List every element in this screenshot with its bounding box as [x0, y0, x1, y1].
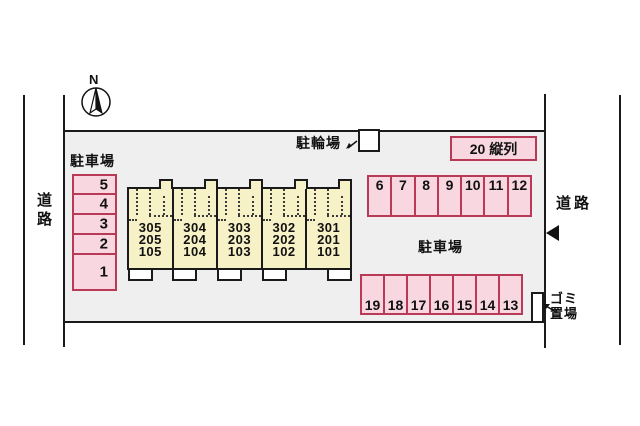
stall-number: 8 — [422, 177, 431, 193]
parking-stall: 7 — [390, 177, 413, 215]
parking-stall: 10 — [460, 177, 483, 215]
parking-stall: 15 — [452, 276, 475, 313]
stall-number: 11 — [488, 177, 504, 193]
stall-number: 19 — [364, 297, 381, 313]
parking-row-top: 6 7 8 9 10 11 12 — [367, 175, 532, 217]
tandem-label: 20 縦列 — [469, 140, 518, 157]
entrance-arrow-icon — [546, 225, 559, 241]
stall-number: 6 — [375, 177, 384, 193]
stall-number: 5 — [99, 176, 108, 193]
stall-number: 3 — [99, 215, 108, 233]
stall-number: 15 — [456, 297, 473, 313]
compass-icon — [80, 85, 112, 119]
road-label-left: 道路 — [35, 192, 52, 230]
parking-stall: 16 — [429, 276, 452, 313]
road-label-right: 道路 — [556, 195, 593, 212]
parking-stall: 12 — [506, 177, 530, 215]
roof-stairwell — [249, 179, 263, 189]
parking-stall: 9 — [436, 177, 460, 215]
roof-stairwell — [294, 179, 308, 189]
stall-number: 7 — [399, 177, 407, 193]
parking-row-bottom: 19 18 17 16 15 14 13 — [360, 274, 523, 315]
bicycle-parking-label: 駐輪場 — [296, 135, 341, 151]
parking-label-right: 駐車場 — [418, 239, 463, 255]
road-line-left-inner-bottom — [63, 323, 65, 347]
parking-stall: 4 — [74, 193, 115, 213]
roof-stairwell — [159, 179, 173, 189]
garbage-pointer-icon — [543, 300, 557, 314]
entrance-box — [172, 268, 197, 281]
parking-stall: 19 — [362, 276, 383, 313]
parking-stall: 2 — [74, 233, 115, 253]
parking-stall: 3 — [74, 213, 115, 233]
parking-column-left: 5 4 3 2 1 — [72, 174, 117, 291]
stall-number: 4 — [99, 195, 108, 213]
road-line-right-outer — [619, 95, 621, 345]
bicycle-pointer-icon — [345, 137, 359, 151]
stall-number: 14 — [479, 297, 496, 313]
compass-north-label: N — [89, 72, 100, 87]
stall-number: 13 — [502, 297, 519, 313]
road-line-right-inner-top — [544, 94, 546, 130]
entrance-box — [262, 268, 287, 281]
parking-stall: 13 — [498, 276, 521, 313]
stall-number: 2 — [99, 235, 108, 253]
stall-number: 9 — [445, 177, 454, 193]
stall-number: 10 — [464, 177, 481, 193]
parking-stall: 17 — [406, 276, 429, 313]
parking-stall: 5 — [74, 176, 115, 193]
road-line-left-outer — [23, 95, 25, 345]
garbage-box — [531, 292, 544, 323]
entrance-box — [128, 268, 153, 281]
stall-number: 12 — [511, 177, 528, 193]
parking-stall: 14 — [475, 276, 498, 313]
tandem-parking-stall-20: 20 縦列 — [450, 136, 537, 161]
entrance-box — [327, 268, 352, 281]
parking-stall: 18 — [383, 276, 406, 313]
stall-number: 1 — [99, 263, 108, 281]
roof-stairwell — [338, 179, 352, 189]
parking-stall: 6 — [369, 177, 390, 215]
road-line-left-inner-top — [63, 95, 65, 130]
garbage-label: ゴミ 置場 — [550, 291, 579, 321]
parking-label-left: 駐車場 — [70, 153, 115, 169]
road-line-right-inner-bottom — [544, 323, 546, 348]
bicycle-parking-box — [358, 129, 380, 152]
parking-stall: 11 — [483, 177, 506, 215]
stall-number: 17 — [410, 297, 427, 313]
entrance-box — [217, 268, 242, 281]
stall-number: 16 — [433, 297, 450, 313]
parking-stall: 8 — [413, 177, 437, 215]
roof-stairwell — [204, 179, 218, 189]
parking-stall: 1 — [74, 253, 115, 289]
stall-number: 18 — [387, 297, 404, 313]
